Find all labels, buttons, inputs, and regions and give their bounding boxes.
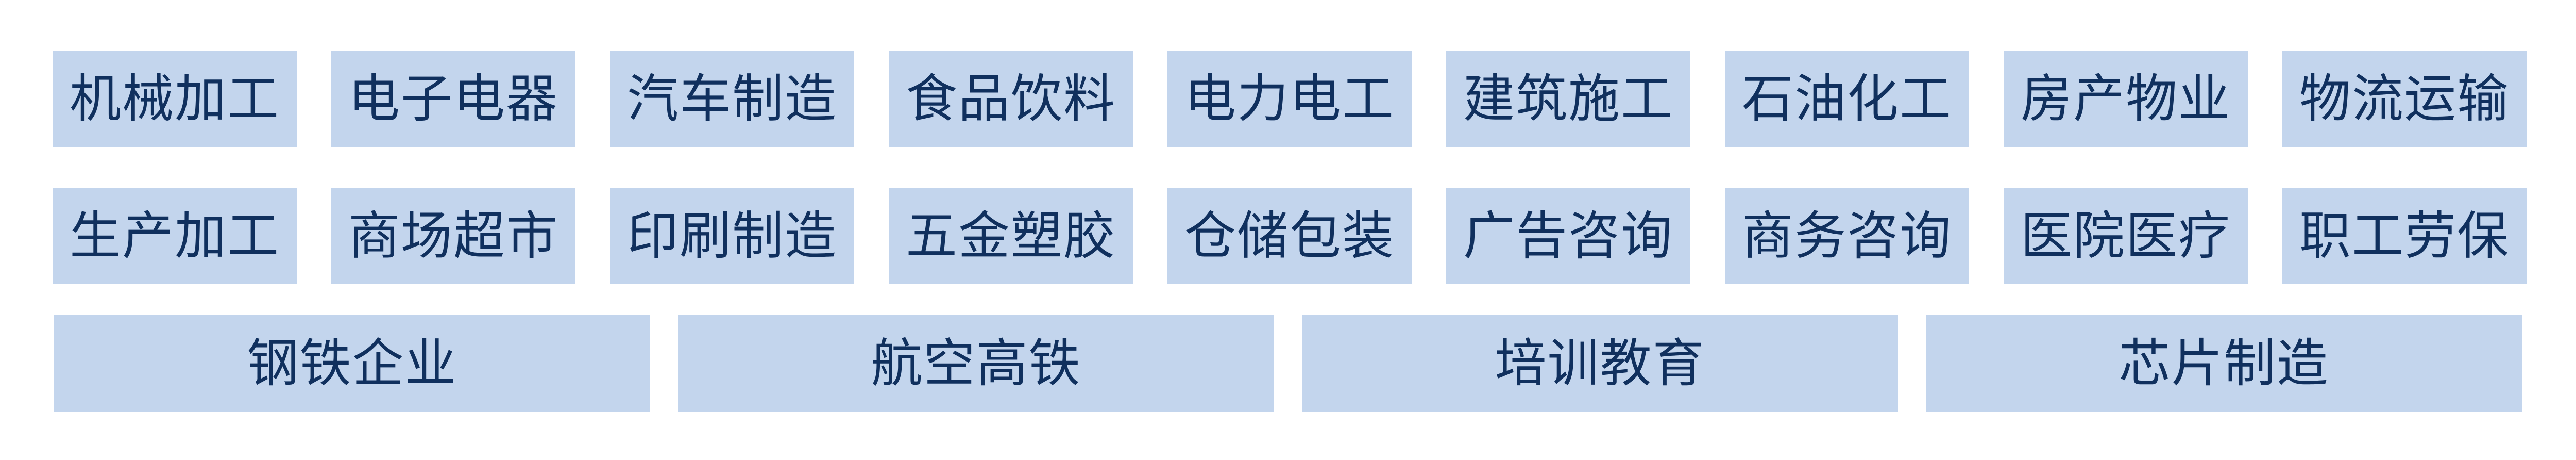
industry-tag[interactable]: 物流运输: [2282, 51, 2527, 147]
industry-tag-label: 印刷制造: [627, 207, 837, 265]
industry-tag-label: 广告咨询: [1463, 207, 1673, 265]
industry-tag-label: 建筑施工: [1463, 70, 1673, 128]
industry-tag[interactable]: 芯片制造: [1926, 315, 2522, 412]
industry-tag-label: 电力电工: [1184, 70, 1395, 128]
industry-tag-label: 航空高铁: [871, 334, 1081, 392]
industry-tag[interactable]: 食品饮料: [889, 51, 1133, 147]
industry-tag-label: 食品饮料: [906, 70, 1116, 128]
industry-tag[interactable]: 机械加工: [53, 51, 297, 147]
industry-tag[interactable]: 印刷制造: [610, 188, 854, 284]
industry-tag[interactable]: 商务咨询: [1725, 188, 1969, 284]
industry-tag-label: 机械加工: [70, 70, 280, 128]
industry-tag[interactable]: 培训教育: [1302, 315, 1898, 412]
industry-tag[interactable]: 电力电工: [1167, 51, 1412, 147]
industry-tag-label: 商务咨询: [1742, 207, 1952, 265]
industry-tag[interactable]: 石油化工: [1725, 51, 1969, 147]
industry-tag-label: 芯片制造: [2119, 334, 2329, 392]
industry-tag-label: 汽车制造: [627, 70, 837, 128]
industry-tag[interactable]: 钢铁企业: [54, 315, 650, 412]
industry-tag-label: 商场超市: [348, 207, 558, 265]
industry-tag[interactable]: 职工劳保: [2282, 188, 2527, 284]
industry-tag[interactable]: 生产加工: [53, 188, 297, 284]
industry-tag-label: 仓储包装: [1184, 207, 1395, 265]
industry-tag[interactable]: 五金塑胶: [889, 188, 1133, 284]
industry-tag-label: 医院医疗: [2021, 207, 2231, 265]
industry-tag-label: 职工劳保: [2299, 207, 2510, 265]
industry-tag[interactable]: 建筑施工: [1446, 51, 1690, 147]
industry-tag[interactable]: 商场超市: [331, 188, 575, 284]
industry-tag-label: 生产加工: [70, 207, 280, 265]
industry-tag-label: 培训教育: [1495, 334, 1705, 392]
industry-tag-label: 石油化工: [1742, 70, 1952, 128]
industry-tag[interactable]: 航空高铁: [678, 315, 1274, 412]
industry-tag[interactable]: 广告咨询: [1446, 188, 1690, 284]
industry-tag-label: 五金塑胶: [906, 207, 1116, 265]
industry-tag[interactable]: 房产物业: [2004, 51, 2248, 147]
industry-tag-label: 电子电器: [348, 70, 558, 128]
industry-tag[interactable]: 电子电器: [331, 51, 575, 147]
industry-tag[interactable]: 仓储包装: [1167, 188, 1412, 284]
industry-tag-label: 物流运输: [2299, 70, 2510, 128]
industry-tag-label: 钢铁企业: [247, 334, 457, 392]
industry-tag[interactable]: 汽车制造: [610, 51, 854, 147]
industry-tag-label: 房产物业: [2021, 70, 2231, 128]
industry-tag[interactable]: 医院医疗: [2004, 188, 2248, 284]
